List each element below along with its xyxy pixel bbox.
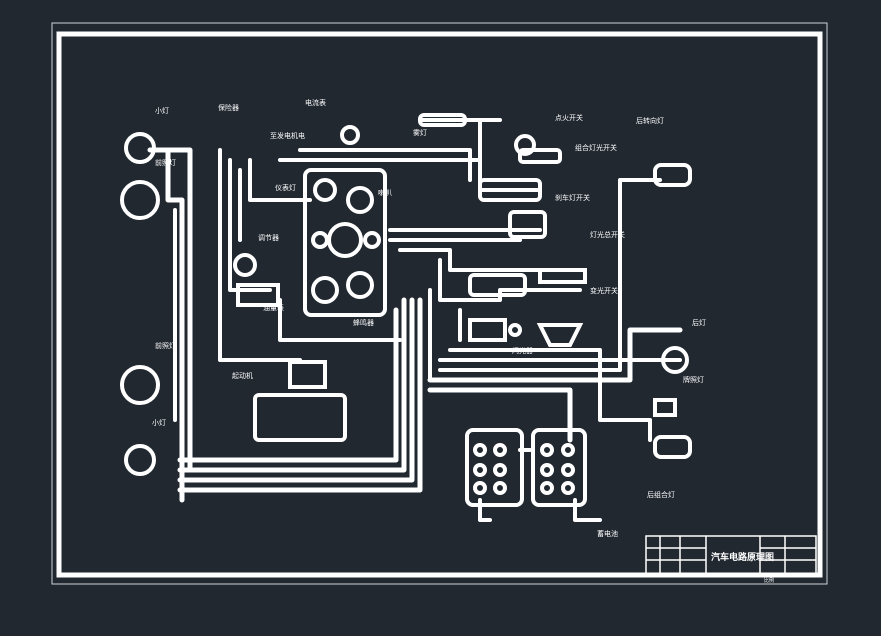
label-dimmer-switch: 变光开关 — [590, 286, 618, 295]
turn-signal-light — [653, 163, 692, 187]
label-buzzer: 蜂鸣器 — [353, 318, 374, 327]
headlight-top — [120, 180, 160, 220]
label-starter-relay: 至发电机电 — [270, 131, 305, 140]
fog-light — [418, 113, 467, 127]
outer-frame — [51, 22, 828, 585]
component-labels: 小灯 前照灯 保险器 电流表 至发电机电 仪表灯 喇叭 雾灯 点火开关 组合灯光… — [152, 98, 706, 538]
title-block-title: 汽车电路原理图 — [711, 551, 774, 563]
label-instrument-light: 仪表灯 — [275, 183, 296, 192]
label-fog-light: 雾灯 — [413, 128, 427, 137]
plate-light — [653, 398, 677, 417]
label-small-light-top: 小灯 — [155, 106, 169, 115]
label-regulator: 调节器 — [258, 233, 279, 242]
starter-motor — [253, 393, 347, 442]
label-headlight-top: 前照灯 — [155, 158, 176, 167]
dimmer-switch — [468, 273, 527, 297]
label-combo-switch: 组合灯光开关 — [575, 143, 617, 152]
label-starter-motor: 起动机 — [232, 371, 253, 380]
label-fuel-gauge: 油量表 — [263, 303, 284, 312]
fuel-gauge — [233, 253, 257, 277]
label-rear-combo-light: 后组合灯 — [647, 490, 675, 499]
inner-border — [56, 31, 823, 578]
label-small-light-bottom: 小灯 — [152, 418, 166, 427]
label-ammeter: 电流表 — [305, 98, 326, 107]
label-fuse: 保险器 — [218, 103, 239, 112]
label-brake-switch: 刹车灯开关 — [555, 193, 590, 202]
main-switch — [514, 134, 536, 156]
small-light-top — [124, 132, 156, 164]
brake-lamp — [661, 346, 689, 374]
instrument-cluster — [303, 168, 387, 317]
battery-1 — [465, 428, 524, 507]
label-main-switch: 点火开关 — [555, 113, 583, 122]
label-turn-signal-light: 后转向灯 — [636, 116, 664, 125]
label-battery: 蓄电池 — [597, 529, 618, 538]
label-light-switch: 灯光总开关 — [590, 230, 625, 239]
label-plate-light: 牌照灯 — [683, 375, 704, 384]
label-headlight-bottom: 前照灯 — [155, 341, 176, 350]
label-brake-lamp: 后灯 — [692, 318, 706, 327]
rear-combo-light — [653, 435, 692, 459]
turn-flasher — [468, 318, 507, 342]
regulator-box — [236, 283, 280, 307]
label-turn-flasher: 闪光器 — [512, 346, 533, 355]
headlight-bottom — [120, 365, 160, 405]
label-horn: 喇叭 — [378, 188, 392, 197]
small-light-bottom — [124, 444, 156, 476]
wires — [147, 118, 683, 522]
title-block — [645, 535, 817, 577]
title-block-note: 比例 — [764, 577, 774, 584]
battery-2 — [531, 428, 587, 507]
components — [120, 113, 692, 507]
